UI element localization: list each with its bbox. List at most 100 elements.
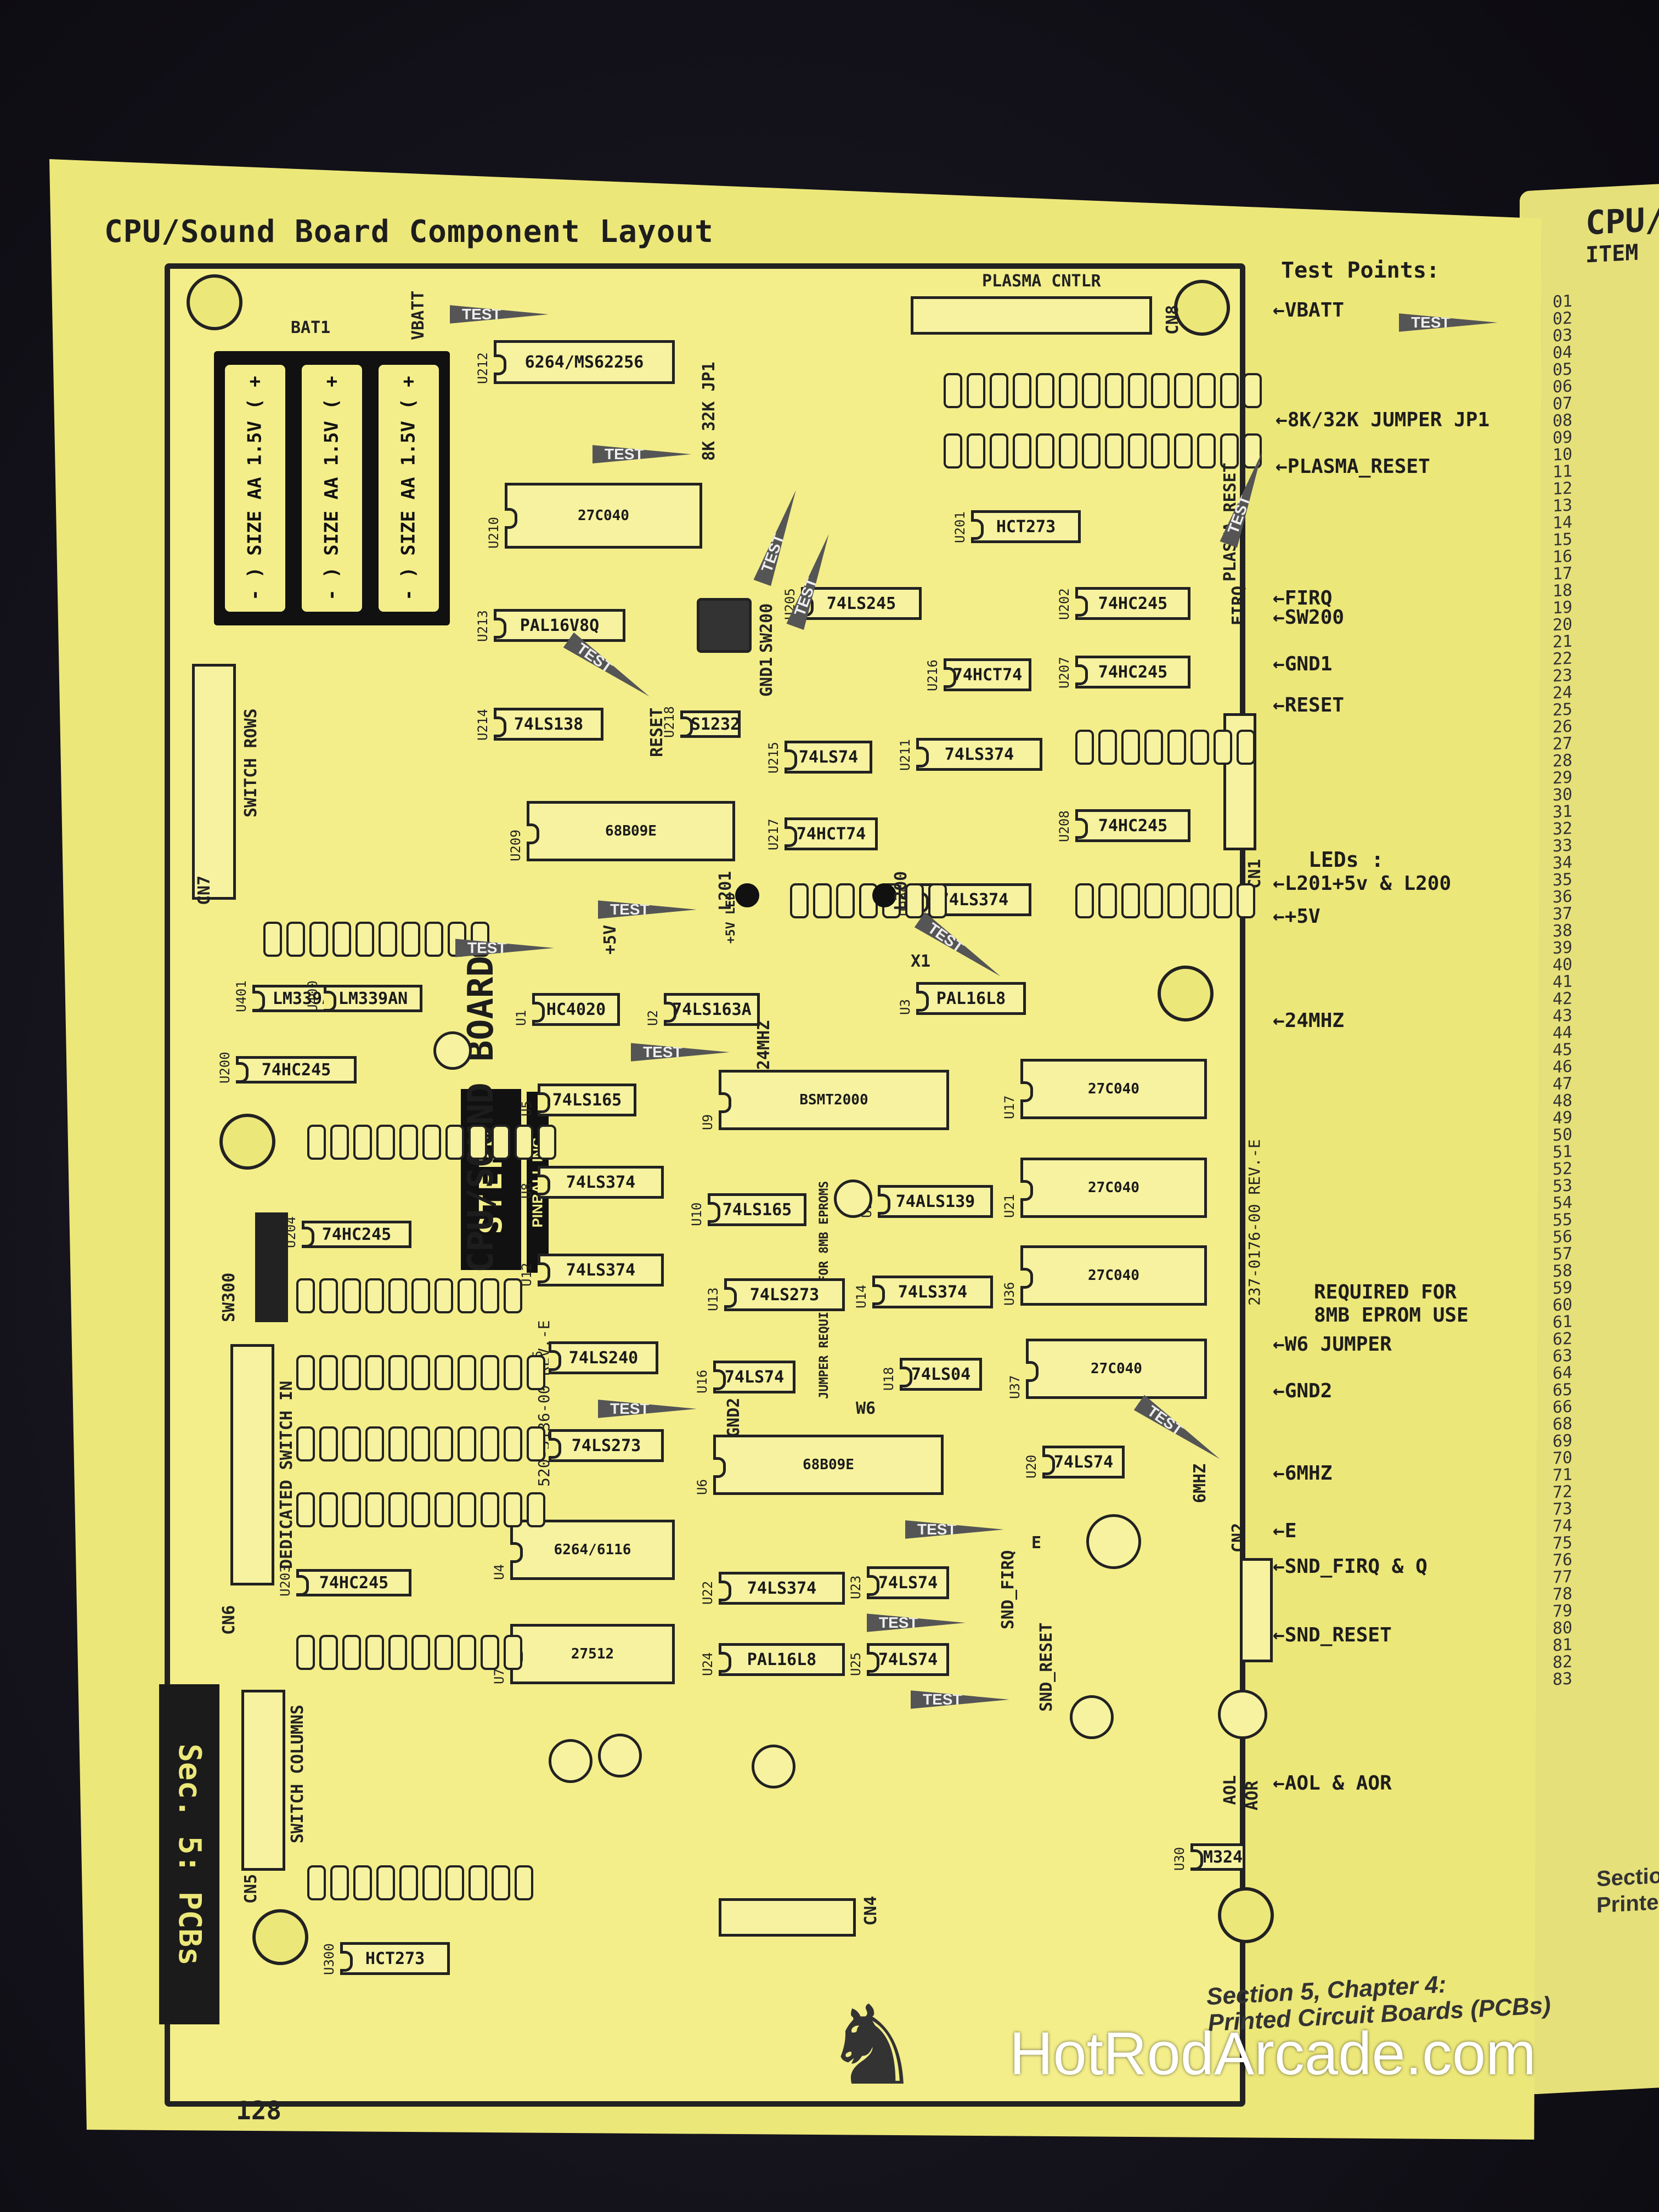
ic-label: 74ALS139 xyxy=(895,1192,975,1211)
arrow-left-icon: ← xyxy=(1276,409,1288,431)
arrow-left-icon: ← xyxy=(1273,872,1285,895)
test-point-label: SW200 xyxy=(1284,606,1345,629)
ic-label: 74HC245 xyxy=(1098,816,1168,836)
ic-notch xyxy=(708,1202,720,1223)
test-point-callout: ←W6 JUMPER xyxy=(1273,1333,1392,1356)
6mhz-board-label: 6MHZ xyxy=(1190,1463,1210,1503)
ic-u217: 74HCT74 xyxy=(785,817,878,850)
test-points-heading: Test Points: xyxy=(1281,258,1440,283)
facing-page-item-label: ITEM xyxy=(1585,240,1639,268)
ic-notch xyxy=(494,618,506,639)
ic-notch xyxy=(1075,818,1088,839)
aor-board-label: AOR xyxy=(1243,1780,1262,1810)
ic-ref-designator: U5 xyxy=(519,1101,534,1116)
ic-label: 27C040 xyxy=(1088,1081,1139,1097)
sw300-dip-switch xyxy=(255,1212,288,1322)
arrow-left-icon: ← xyxy=(1273,1333,1285,1356)
arrow-left-icon: ← xyxy=(1273,1555,1285,1578)
ic-notch xyxy=(872,1284,885,1305)
arrow-left-icon: ← xyxy=(1273,1624,1285,1646)
ic-u36: 27C040 xyxy=(1020,1245,1207,1306)
ic-ref-designator: U400 xyxy=(305,980,320,1012)
leds-label: LEDs : xyxy=(1308,848,1384,872)
ic-notch xyxy=(494,354,506,375)
ic-u200: 74HC245 xyxy=(236,1056,357,1084)
ic-u6: 68B09E xyxy=(713,1435,944,1495)
ic-notch xyxy=(867,1652,879,1673)
test-point-label: FIRQ xyxy=(1284,587,1333,610)
horse-logo-icon: ♞ xyxy=(823,1985,922,2107)
ic-u4: 6264/6116 xyxy=(510,1520,675,1580)
ic-notch xyxy=(510,1542,523,1563)
ic-ref-designator: U6 xyxy=(695,1479,710,1495)
ic-ref-designator: U37 xyxy=(1007,1375,1023,1399)
bat1-label: BAT1 xyxy=(291,318,331,337)
ic-u211: 74LS374 xyxy=(916,738,1042,771)
ic-u25: 74LS74 xyxy=(867,1643,949,1676)
ic-ref-designator: U209 xyxy=(508,830,523,861)
ic-ref-designator: U17 xyxy=(1002,1095,1017,1119)
ic-notch xyxy=(664,1002,676,1023)
ic-label: 74LS165 xyxy=(552,1090,622,1110)
test-point-callout: ←8K/32K JUMPER JP1 xyxy=(1276,409,1489,431)
capacitor xyxy=(1086,1514,1141,1569)
ic-u22: 74LS374 xyxy=(719,1572,845,1605)
battery: ( - ) SIZE AA 1.5V ( + ) xyxy=(222,353,288,623)
facing-page-footer: Sectio Printe xyxy=(1596,1863,1659,1918)
ic-label: 74LS273 xyxy=(749,1285,820,1305)
ic-notch xyxy=(549,1438,561,1459)
arrow-left-icon: ← xyxy=(1273,587,1285,610)
ic-label: PAL16V8Q xyxy=(520,616,600,635)
cn8-connector xyxy=(911,296,1152,335)
firq-board-label: FIRQ xyxy=(1229,585,1248,625)
required-note-line-1: REQUIRED FOR xyxy=(1314,1281,1457,1304)
ic-u16: 74LS74 xyxy=(713,1361,795,1393)
arrow-left-icon: ← xyxy=(1273,653,1285,675)
l200-led xyxy=(872,883,896,907)
arrow-left-icon: ← xyxy=(1273,299,1285,321)
ic-u203: 74HC245 xyxy=(296,1569,411,1596)
ic-notch xyxy=(296,1575,309,1596)
ic-label: 74HC245 xyxy=(319,1573,389,1593)
arrow-left-icon: ← xyxy=(1273,1772,1285,1795)
ic-ref-designator: U216 xyxy=(925,659,940,691)
section-tab: Sec. 5: PCBs xyxy=(159,1684,219,2024)
ic-label: 74LS273 xyxy=(571,1436,641,1455)
test-point-callout: ←+5V xyxy=(1273,905,1321,928)
cn5-connector xyxy=(241,1690,285,1871)
mount-hole xyxy=(252,1909,308,1965)
ic-u400: LM339AN xyxy=(324,985,422,1012)
cn7-label: CN7 xyxy=(195,875,214,905)
resistor-array xyxy=(1075,883,1255,918)
test-point-label: PLASMA_RESET xyxy=(1287,455,1430,478)
ic-label: 74LS138 xyxy=(514,714,584,734)
ic-notch xyxy=(719,1581,731,1601)
ic-notch xyxy=(324,991,336,1012)
ic-label: 27C040 xyxy=(1091,1361,1142,1377)
ic-label: 74HCT74 xyxy=(796,824,866,844)
ic-label: 74LS74 xyxy=(878,1573,938,1593)
gnd2-board-label: GND2 xyxy=(724,1397,743,1437)
ic-u2: 74LS163A xyxy=(664,993,760,1026)
ic-notch xyxy=(1075,664,1088,685)
ic-ref-designator: U16 xyxy=(695,1369,710,1393)
ic-u205: 74LS245 xyxy=(801,587,922,620)
sw200-button xyxy=(697,598,752,653)
test-point-callout: ←RESET xyxy=(1273,694,1344,716)
ic-ref-designator: U203 xyxy=(278,1565,293,1596)
ic-notch xyxy=(916,991,929,1012)
ic-label: 74LS04 xyxy=(911,1364,971,1384)
resistor-array xyxy=(307,1125,556,1160)
dedicated-switch-label: DEDICATED SWITCH IN xyxy=(277,1380,296,1569)
l201-led xyxy=(735,883,759,907)
ic-label: 74LS374 xyxy=(939,890,1009,910)
cn2-connector xyxy=(1240,1558,1273,1662)
cn4-connector xyxy=(719,1898,856,1937)
stern-logo: STERN xyxy=(461,1089,521,1270)
ic-u201: HCT273 xyxy=(971,510,1081,543)
required-note: REQUIRED FOR 8MB EPROM USE xyxy=(1314,1281,1469,1327)
ic-ref-designator: U207 xyxy=(1057,657,1072,689)
test-point-label: +5V xyxy=(1284,905,1321,928)
ic-ref-designator: U2 xyxy=(645,1010,661,1026)
